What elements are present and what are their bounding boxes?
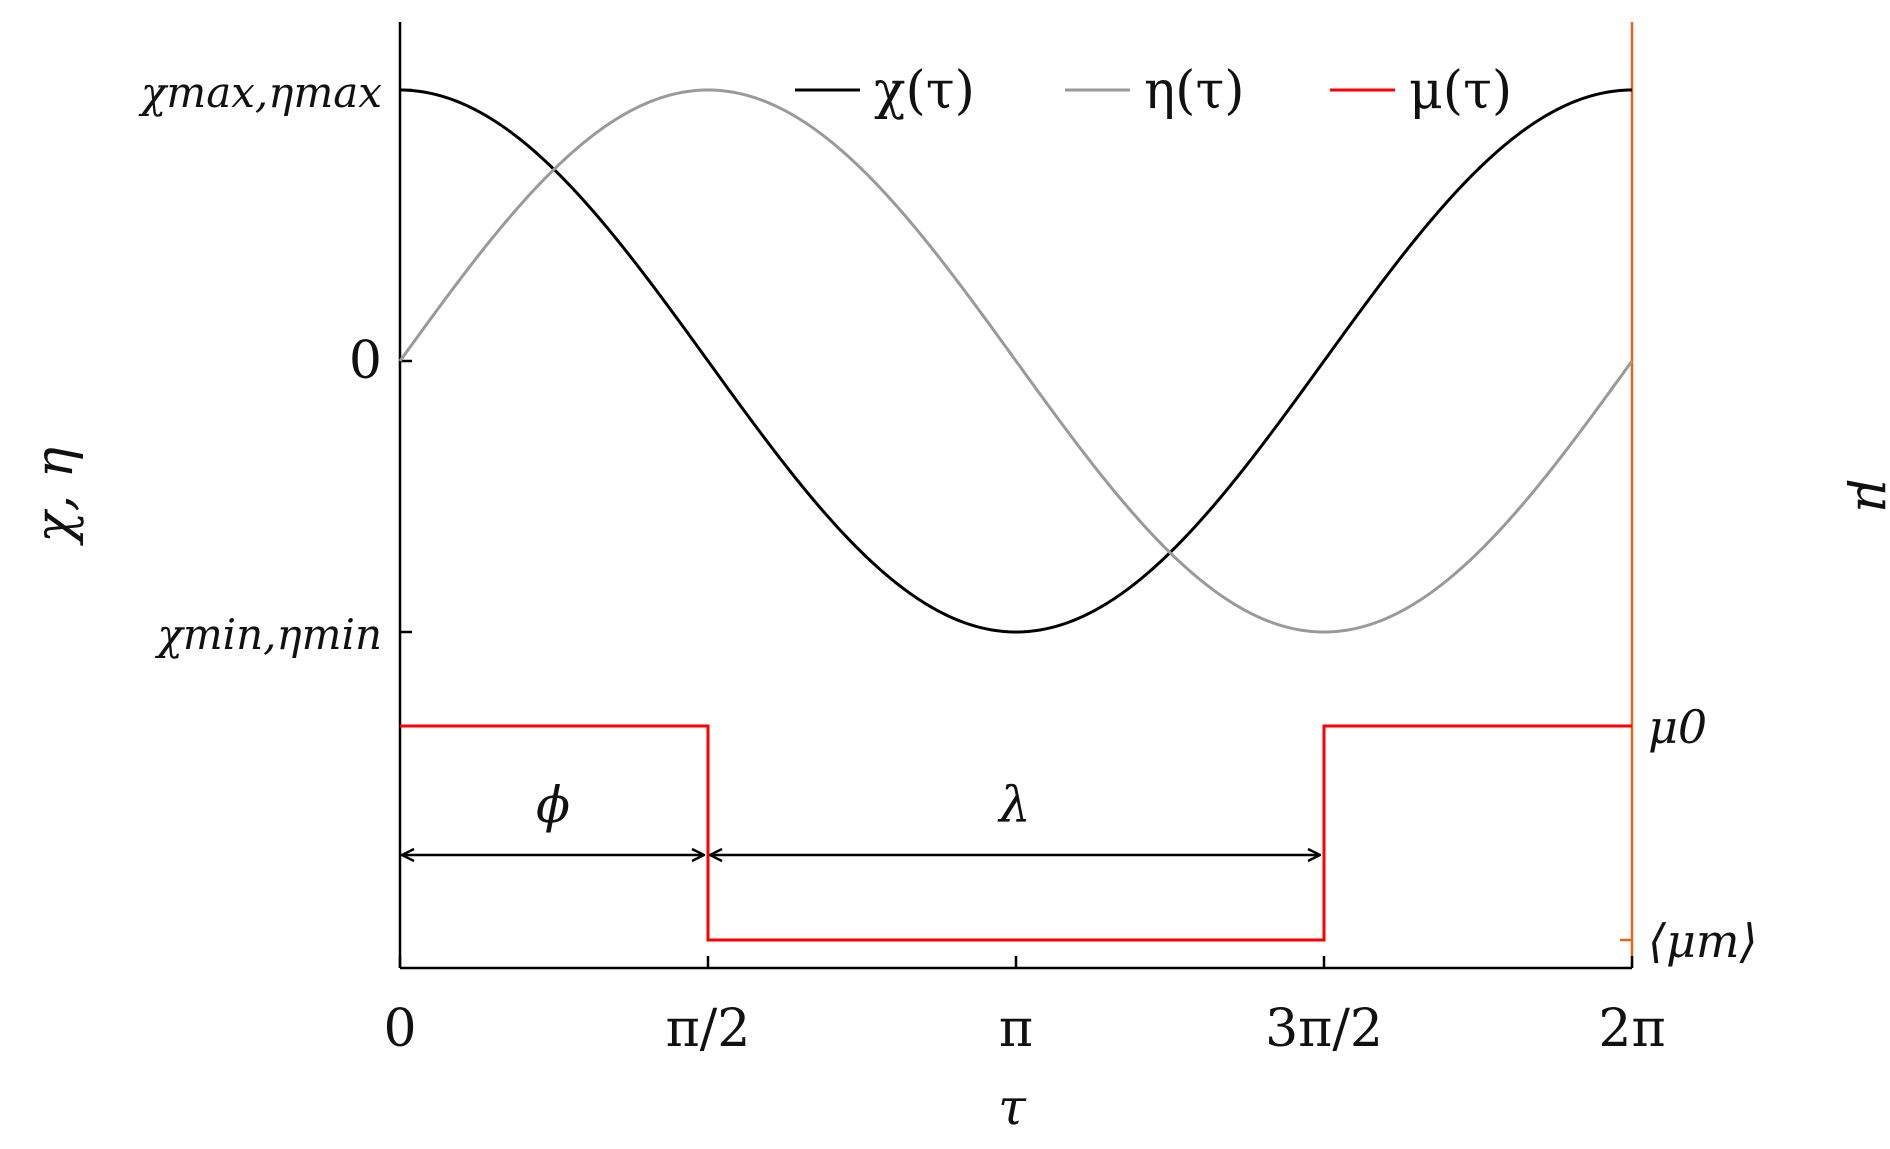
- x-tick-label-3: 3π/2: [1265, 999, 1383, 1059]
- legend: χ(τ) η(τ) μ(τ): [795, 61, 1512, 121]
- series-line-2: [400, 724, 1632, 942]
- series-layer: [398, 88, 1634, 942]
- x-tick-label-1: π/2: [666, 999, 751, 1059]
- legend-label-eta: η(τ): [1144, 61, 1245, 121]
- series-line-0: [399, 88, 1633, 634]
- x-tick-label-4: 2π: [1598, 999, 1665, 1059]
- left-y-tick-label-0: χmax,ηmax: [138, 68, 382, 117]
- legend-label-mu: μ(τ): [1409, 61, 1512, 121]
- annotation-label-1: λ: [997, 776, 1031, 834]
- right-axis-label: μ: [1845, 478, 1890, 512]
- left-y-tick-label-2: χmin,ηmin: [154, 610, 382, 659]
- left-y-tick-label-1: 0: [349, 331, 382, 391]
- legend-label-chi: χ(τ): [874, 61, 975, 121]
- ticks-layer: 0 π/2 π 3π/2 2π χmax,ηmax 0 χmin,ηmin μ0 ⟨μm⟩: [138, 68, 1758, 1059]
- right-y-tick-label-0: μ0: [1648, 700, 1707, 754]
- x-axis-label: τ: [998, 1078, 1027, 1136]
- annotation-label-0: ϕ: [536, 776, 570, 834]
- series-line-1: [398, 88, 1634, 634]
- right-y-tick-label-1: ⟨μm⟩: [1648, 914, 1757, 968]
- x-tick-label-2: π: [999, 999, 1033, 1059]
- x-tick-label-0: 0: [383, 999, 416, 1059]
- left-axis-label: χ, η: [25, 447, 85, 547]
